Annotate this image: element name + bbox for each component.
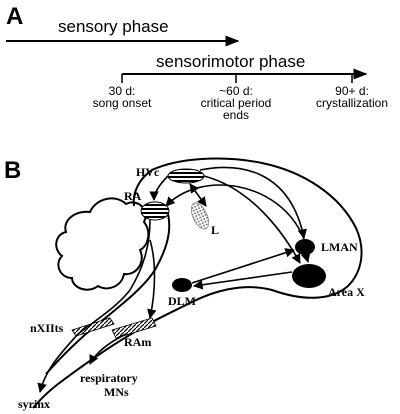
tick-label-critical-period-ends: ends	[223, 108, 249, 122]
respiratory-label: respiratory	[80, 371, 138, 385]
l-field	[190, 202, 210, 230]
tick-label-critical-period-day: ~60 d:	[219, 84, 253, 98]
ram-label: RAm	[124, 335, 151, 349]
respiratory-mns-label: MNs	[104, 385, 129, 399]
area-x-to-dlm-path	[193, 271, 293, 290]
hvc-nucleus	[167, 168, 205, 184]
ra-label: RA	[124, 189, 142, 203]
ra-descending-path	[77, 219, 151, 335]
l-label: L	[211, 223, 219, 237]
tick-label-critical-period-text: critical period	[201, 96, 272, 110]
tick-label-song-onset-text: song onset	[93, 96, 152, 110]
area-x-nucleus	[292, 264, 326, 288]
hvc-to-lman-loop	[199, 166, 307, 239]
tick-label-song-onset-day: 30 d:	[109, 84, 136, 98]
panel-b-letter: B	[4, 157, 21, 184]
cerebellum-outline	[55, 197, 150, 291]
hvc-to-area-x-path	[203, 175, 301, 264]
sensorimotor-phase-label: sensorimotor phase	[156, 52, 305, 71]
ra-nucleus	[140, 201, 170, 221]
panel-a: A sensory phase sensorimotor phase 30 d:…	[6, 3, 388, 122]
dlm-to-lman-path	[191, 248, 295, 284]
sensory-phase-label: sensory phase	[58, 17, 169, 36]
lman-nucleus	[295, 239, 315, 255]
ra-to-ram-path	[147, 239, 157, 319]
tick-label-crystallization-day: 90+ d:	[335, 84, 369, 98]
panel-a-letter: A	[6, 3, 23, 30]
hvc-label: HVc	[136, 165, 160, 179]
ram-nucleus	[111, 317, 157, 339]
lman-to-ra-path	[165, 184, 305, 240]
panel-b: B HVc	[4, 157, 365, 411]
lman-label: LMAN	[321, 240, 358, 254]
nxiits-label: nXIIts	[30, 321, 64, 335]
syrinx-label: syrinx	[18, 397, 50, 411]
dlm-label: DLM	[168, 294, 196, 308]
nxiits-to-syrinx-path	[37, 333, 79, 393]
tick-label-crystallization-text: crystallization	[316, 96, 388, 110]
ram-to-respiratory-path	[89, 333, 127, 365]
hvc-to-ra-path	[149, 175, 169, 201]
l-hvc-path	[189, 183, 207, 207]
dlm-nucleus	[172, 278, 192, 292]
brainstem-outline	[45, 213, 171, 375]
lman-to-area-x-path	[301, 252, 311, 263]
area-x-label: Area X	[328, 285, 365, 299]
